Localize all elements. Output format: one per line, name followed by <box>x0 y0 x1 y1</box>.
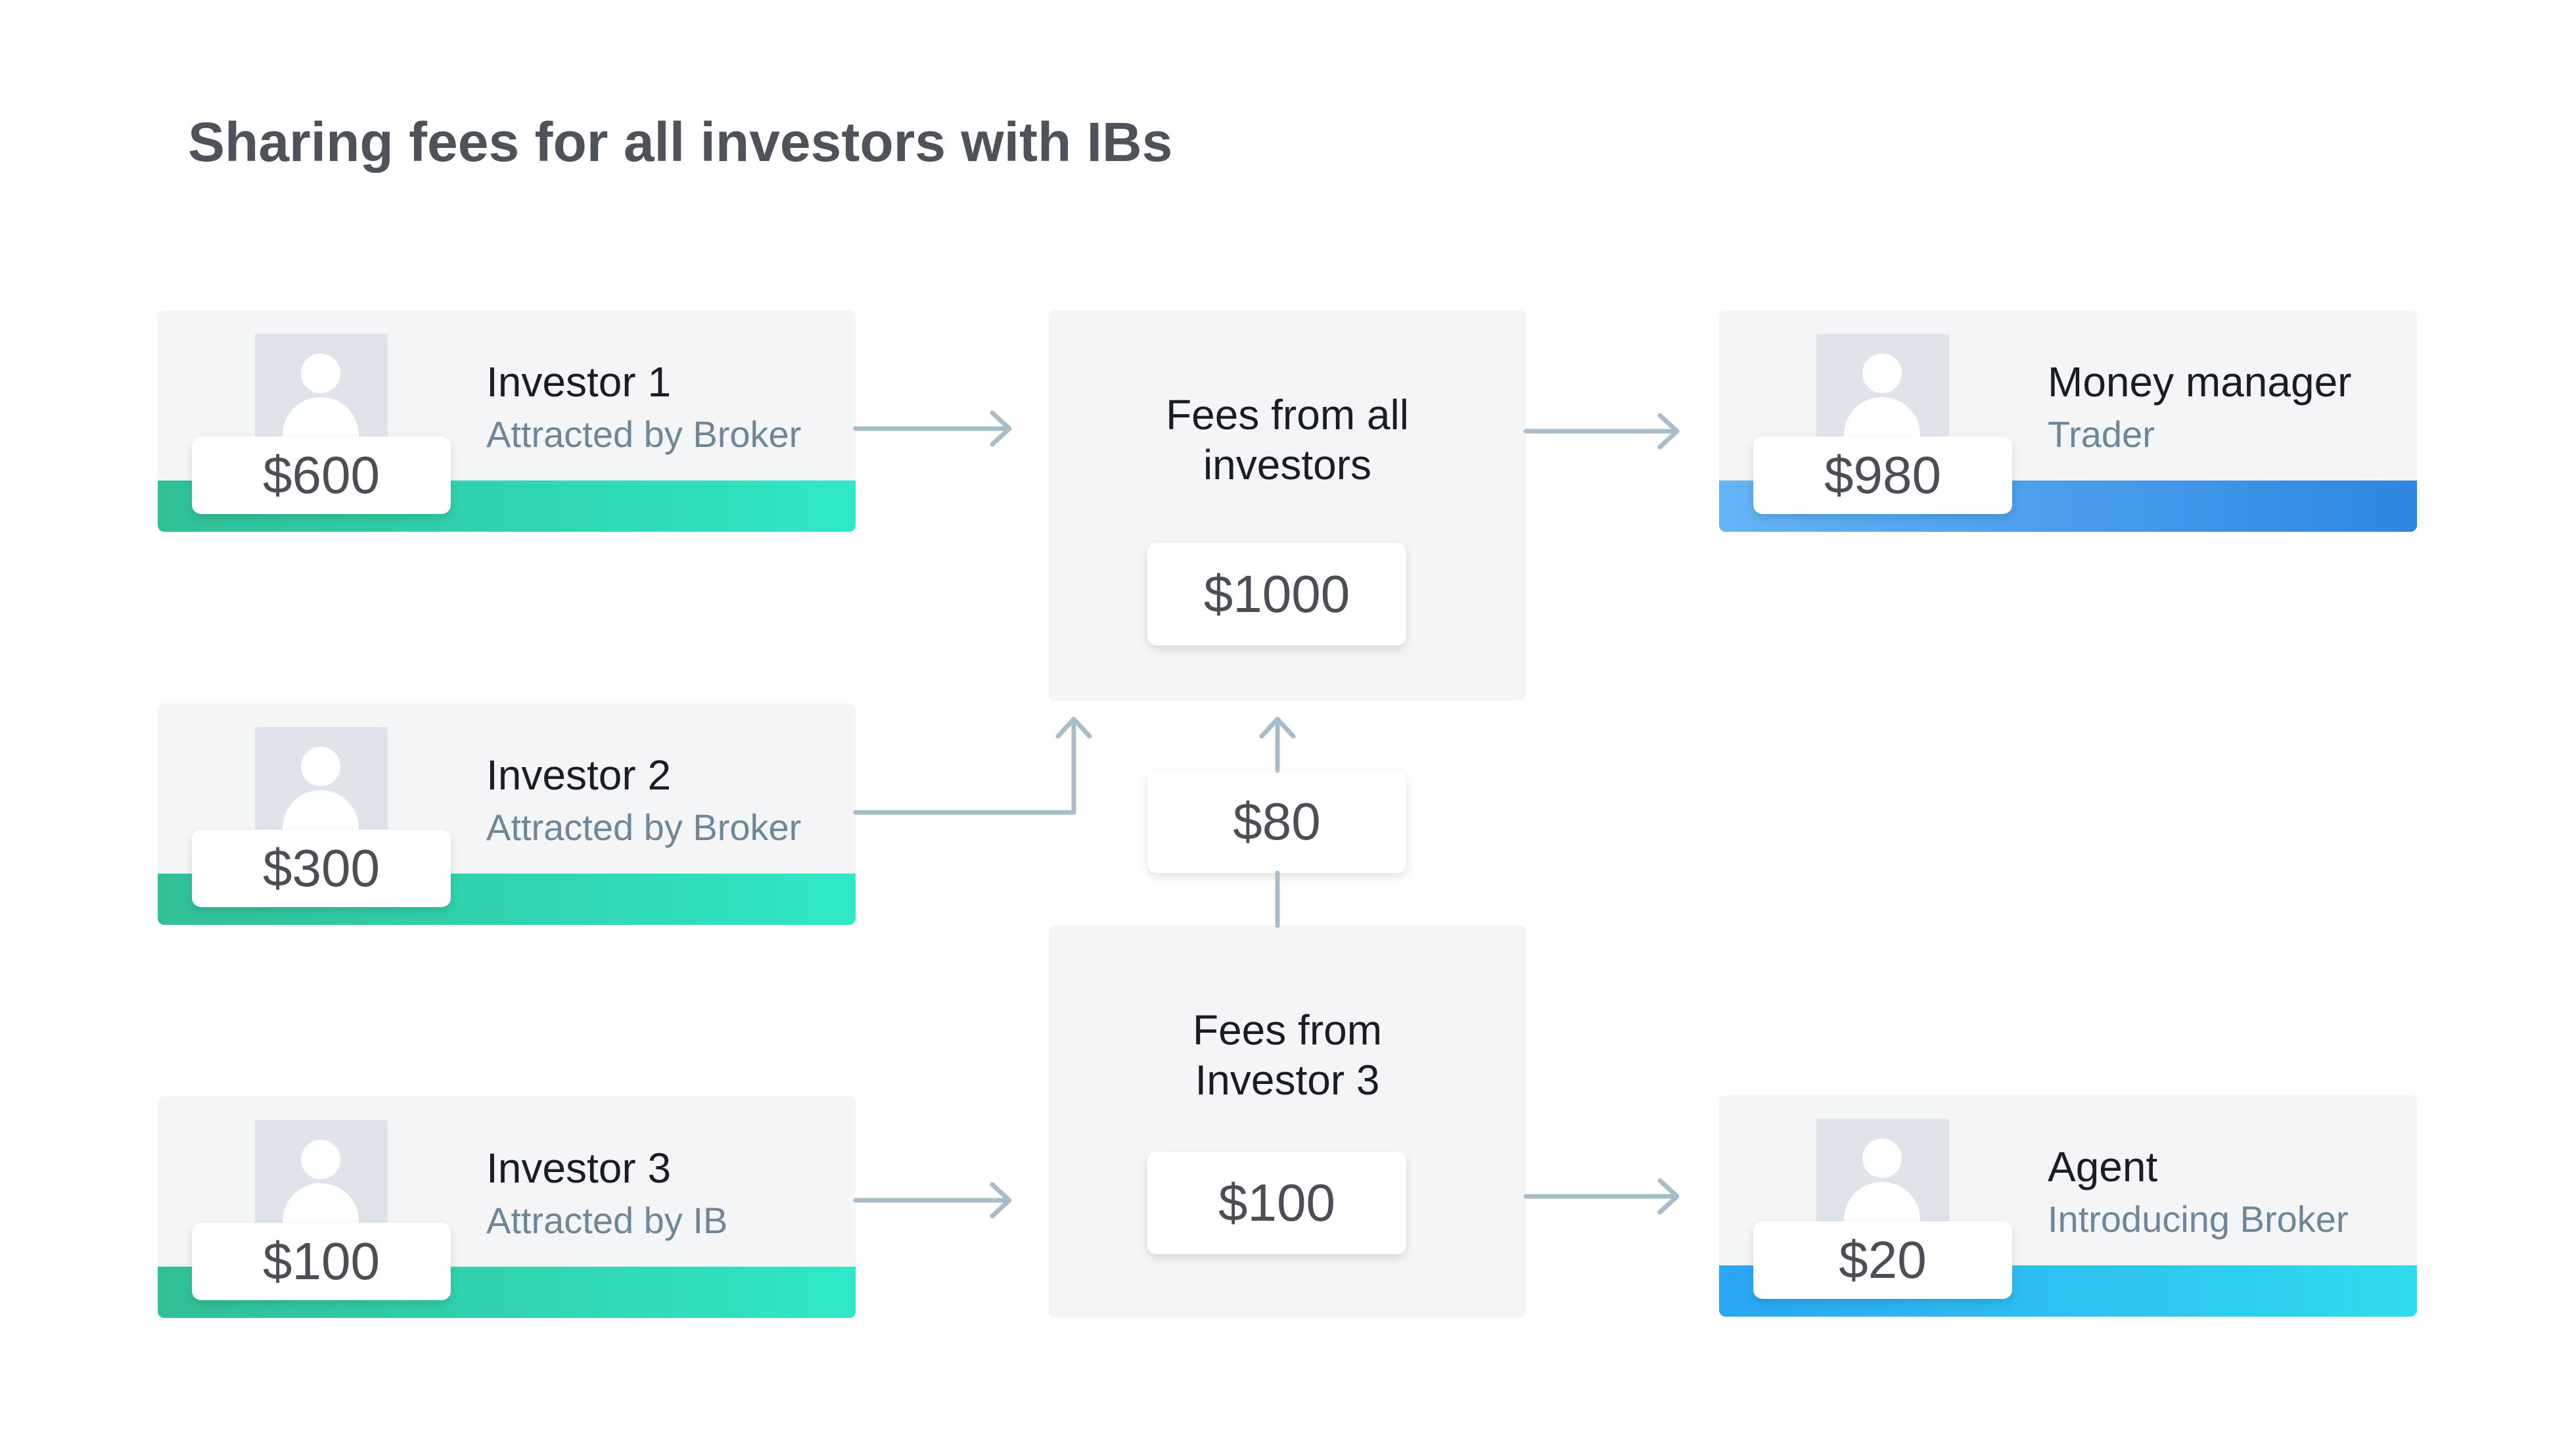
diagram-title: Sharing fees for all investors with IBs <box>188 111 1173 173</box>
agent-name: Agent <box>2048 1143 2158 1190</box>
investor-2-amount: $300 <box>192 830 451 907</box>
agent-card: $20 Agent Introducing Broker <box>1719 1095 2417 1317</box>
user-placeholder-icon <box>255 727 388 832</box>
agent-amount: $20 <box>1753 1221 2012 1299</box>
arrow-right-icon <box>1523 413 1680 450</box>
investor-1-role: Attracted by Broker <box>486 413 802 455</box>
transfer-amount: $80 <box>1147 770 1406 873</box>
agent-role: Introducing Broker <box>2048 1198 2349 1240</box>
arrow-right-icon <box>1523 1178 1680 1215</box>
money-manager-name: Money manager <box>2048 358 2352 406</box>
fees-all-label-line2: investors <box>1203 441 1372 488</box>
money-manager-role: Trader <box>2048 413 2155 455</box>
user-placeholder-icon <box>1816 334 1949 439</box>
arrow-right-icon <box>853 410 1012 447</box>
investor-1-amount: $600 <box>192 436 451 514</box>
investor-2-name: Investor 2 <box>486 751 672 799</box>
investor-3-name: Investor 3 <box>486 1144 672 1192</box>
arrow-right-icon <box>853 1182 1012 1219</box>
investor-2-role: Attracted by Broker <box>486 807 802 848</box>
money-manager-card: $980 Money manager Trader <box>1719 310 2417 532</box>
investor-3-amount: $100 <box>192 1223 451 1300</box>
money-manager-amount: $980 <box>1753 436 2012 514</box>
user-placeholder-icon <box>255 1120 388 1225</box>
investor-2-card: $300 Investor 2 Attracted by Broker <box>158 703 856 925</box>
user-placeholder-icon <box>255 334 388 439</box>
fees-all-amount: $1000 <box>1147 543 1406 646</box>
fees-all-label-line1: Fees from all <box>1166 391 1409 438</box>
arrow-up-icon <box>1259 716 1296 773</box>
user-placeholder-icon <box>1816 1119 1949 1224</box>
investor-1-name: Investor 1 <box>486 358 672 406</box>
investor-3-role: Attracted by IB <box>486 1200 728 1241</box>
arrow-up-icon <box>853 716 1092 815</box>
fees-investor-3-label-line1: Fees from <box>1192 1006 1383 1054</box>
fees-investor-3-amount: $100 <box>1147 1152 1406 1254</box>
investor-3-card: $100 Investor 3 Attracted by IB <box>158 1096 856 1318</box>
fees-investor-3-label-line2: Investor 3 <box>1195 1056 1380 1104</box>
investor-1-card: $600 Investor 1 Attracted by Broker <box>158 310 856 532</box>
